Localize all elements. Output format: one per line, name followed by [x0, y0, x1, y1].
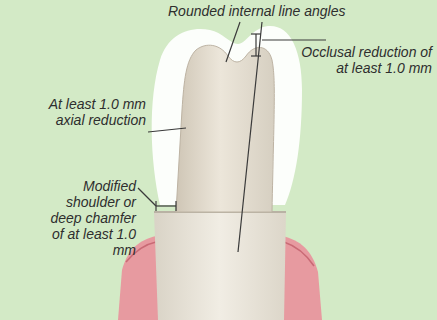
gingiva-right [282, 236, 322, 320]
callout-label: Modified shoulder or deep chamfer of at … [44, 178, 136, 258]
callout-label: At least 1.0 mm axial reduction [46, 96, 146, 128]
prepared-core [176, 45, 274, 212]
callout-label: Rounded internal line angles [168, 3, 408, 19]
callout-label: Occlusal reduction of at least 1.0 mm [300, 44, 432, 76]
tooth-root [154, 212, 286, 320]
